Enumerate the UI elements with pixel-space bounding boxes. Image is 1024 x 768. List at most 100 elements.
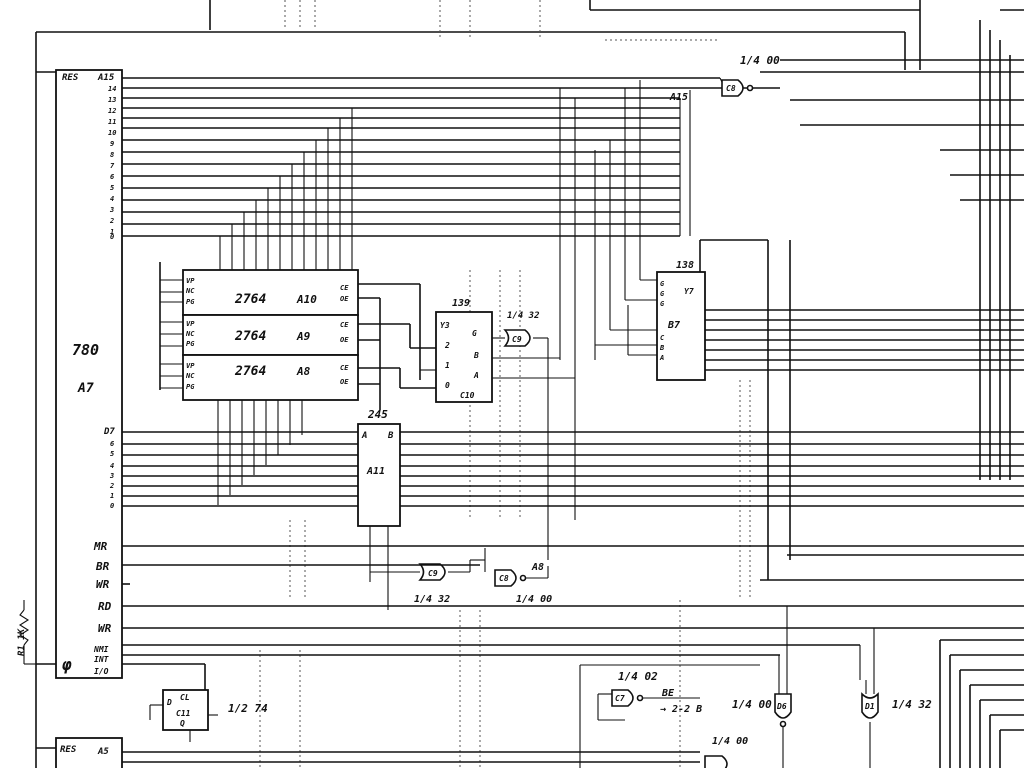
addr-pin: 5 [110, 184, 114, 192]
right-bus-lines [699, 59, 1024, 581]
decoder1-pin: 1 [445, 361, 450, 370]
eprom-pin-pg: PG [186, 340, 195, 348]
eprom-oe: OE [340, 336, 349, 344]
gate-c8-part: 1/4 00 [740, 54, 780, 67]
ctrl-label: INT [94, 655, 110, 664]
gate-c9-top-part: 1/4 32 [507, 311, 540, 321]
eprom-pin-vp: VP [186, 277, 195, 285]
eprom-ce: CE [340, 284, 349, 292]
eprom-ce: CE [340, 364, 349, 372]
gate-d6: D6 1/4 00 [732, 606, 792, 768]
gate-c8-mid-ref: C8 [499, 574, 509, 583]
cpu-clock-symbol: φ [61, 655, 72, 674]
decoder2-pin: G [660, 300, 665, 308]
eprom-pin-pg: PG [186, 298, 195, 306]
ctrl-label: NMI [93, 645, 109, 654]
eprom-part: 2764 [234, 329, 266, 344]
decoder-139: 139 Y3 G 2 B 1 A 0 C10 [420, 298, 575, 403]
gate-c9-mid: C9 1/4 32 [414, 548, 486, 605]
signal-be-to: → 2-2 B [660, 704, 702, 715]
gate-d6-ref: D6 [776, 702, 787, 711]
gate-c9-mid-part: 1/4 32 [414, 594, 450, 605]
ctrl-label: WR [98, 622, 112, 635]
cpu-res-label: RES [62, 73, 79, 83]
decoder1-pin: G [472, 329, 477, 338]
signal-a8: A8 [531, 562, 544, 573]
eprom-pin-vp: VP [186, 320, 195, 328]
addr-pin: 6 [110, 173, 114, 181]
eprom-ref: A9 [296, 330, 311, 343]
ff-ref: C11 [176, 709, 190, 718]
cpu-label: 780 [72, 341, 99, 359]
decoder2-part: 138 [676, 260, 694, 271]
decoder2-pin: B [659, 344, 665, 352]
addr-pin: 0 [110, 233, 114, 241]
gate-bottom-part: 1/4 00 [712, 736, 748, 747]
addr-pin: 2 [109, 217, 114, 225]
data-pin: 3 [109, 472, 114, 480]
addr-pin: 11 [108, 118, 116, 126]
gate-c7-ref: C7 [615, 694, 625, 703]
eprom-ref: A8 [296, 365, 311, 378]
eprom-pin-nc: NC [185, 287, 195, 295]
cpu2-addr-label: A5 [97, 747, 109, 757]
ctrl-label: I/O [94, 667, 109, 676]
addr-pin: 1 [110, 228, 114, 236]
gate-c9-mid-ref: C9 [428, 569, 438, 578]
flipflop-74: D CL C11 Q 1/2 74 [149, 689, 268, 742]
data-pin: 0 [110, 502, 114, 510]
gate-bottom: 1/4 00 [704, 736, 748, 768]
addr-pin: 9 [110, 140, 114, 148]
addr-pin: 10 [108, 129, 116, 137]
eprom-part: 2764 [234, 292, 266, 307]
decoder2-pin: G [660, 280, 665, 288]
signal-a15: A15 [669, 92, 688, 103]
decoder1-pin: A [473, 371, 479, 380]
cpu-addr-top-label: A15 [97, 73, 115, 83]
gate-d1: D1 1/4 32 [859, 628, 932, 768]
eprom-pin-nc: NC [185, 330, 195, 338]
gate-d1-ref: D1 [864, 702, 875, 711]
clock-resistor: R1 1K [17, 600, 56, 665]
gate-c8-mid: C8 1/4 00 A8 [494, 562, 552, 605]
buffer-side-a: A [361, 431, 367, 441]
gate-c8-ref: C8 [726, 84, 736, 93]
gate-c8: C8 1/4 00 A15 [669, 54, 780, 103]
decoder1-pin: Y3 [440, 321, 450, 330]
data-bus: 6 5 4 3 2 1 0 [109, 431, 1024, 510]
data-pin: 6 [110, 440, 114, 448]
gate-c8-mid-part: 1/4 00 [516, 594, 552, 605]
signal-be: BE [661, 688, 675, 699]
cpu-sublabel: A7 [77, 381, 94, 396]
eprom-pin-vp: VP [186, 362, 195, 370]
buffer-part: 245 [367, 408, 388, 421]
eprom-ref: A10 [296, 293, 317, 306]
ctrl-label: MR [93, 540, 108, 553]
addr-pin: 14 [108, 85, 116, 93]
gate-c7-part: 1/4 02 [618, 670, 658, 683]
eprom-stack: 2764 A10 2764 A9 2764 A8 VP NC PG VP NC … [159, 262, 436, 505]
ff-pin-d: D [166, 698, 172, 707]
gate-c9-top: C9 1/4 32 [503, 311, 549, 560]
data-pin: 5 [110, 450, 114, 458]
addr-pin: 3 [109, 206, 114, 214]
control-signals: MR BR WR RD WR NMI INT I/O [93, 540, 1024, 690]
decoder2-pin: C [660, 334, 665, 342]
decoder-138: 138 B7 Y7 G G G C B A [595, 260, 706, 381]
cpu-block: 780 A7 RES A15 D7 φ [36, 69, 123, 679]
decoder1-pin: 2 [444, 341, 450, 350]
decoder1-pin: 0 [445, 381, 450, 390]
addr-pin: 13 [108, 96, 116, 104]
data-pin: 1 [110, 492, 114, 500]
gate-c9-top-ref: C9 [512, 335, 522, 344]
eprom-oe: OE [340, 295, 349, 303]
decoder2-pin-y7: Y7 [684, 287, 694, 296]
eprom-pin-pg: PG [186, 383, 195, 391]
decoder1-ref: C10 [460, 391, 475, 400]
addr-pin: 12 [108, 107, 116, 115]
buffer-side-b: B [387, 431, 394, 441]
cpu2-res-label: RES [60, 745, 77, 755]
decoder2-pin: G [660, 290, 665, 298]
ctrl-label: BR [95, 560, 110, 573]
